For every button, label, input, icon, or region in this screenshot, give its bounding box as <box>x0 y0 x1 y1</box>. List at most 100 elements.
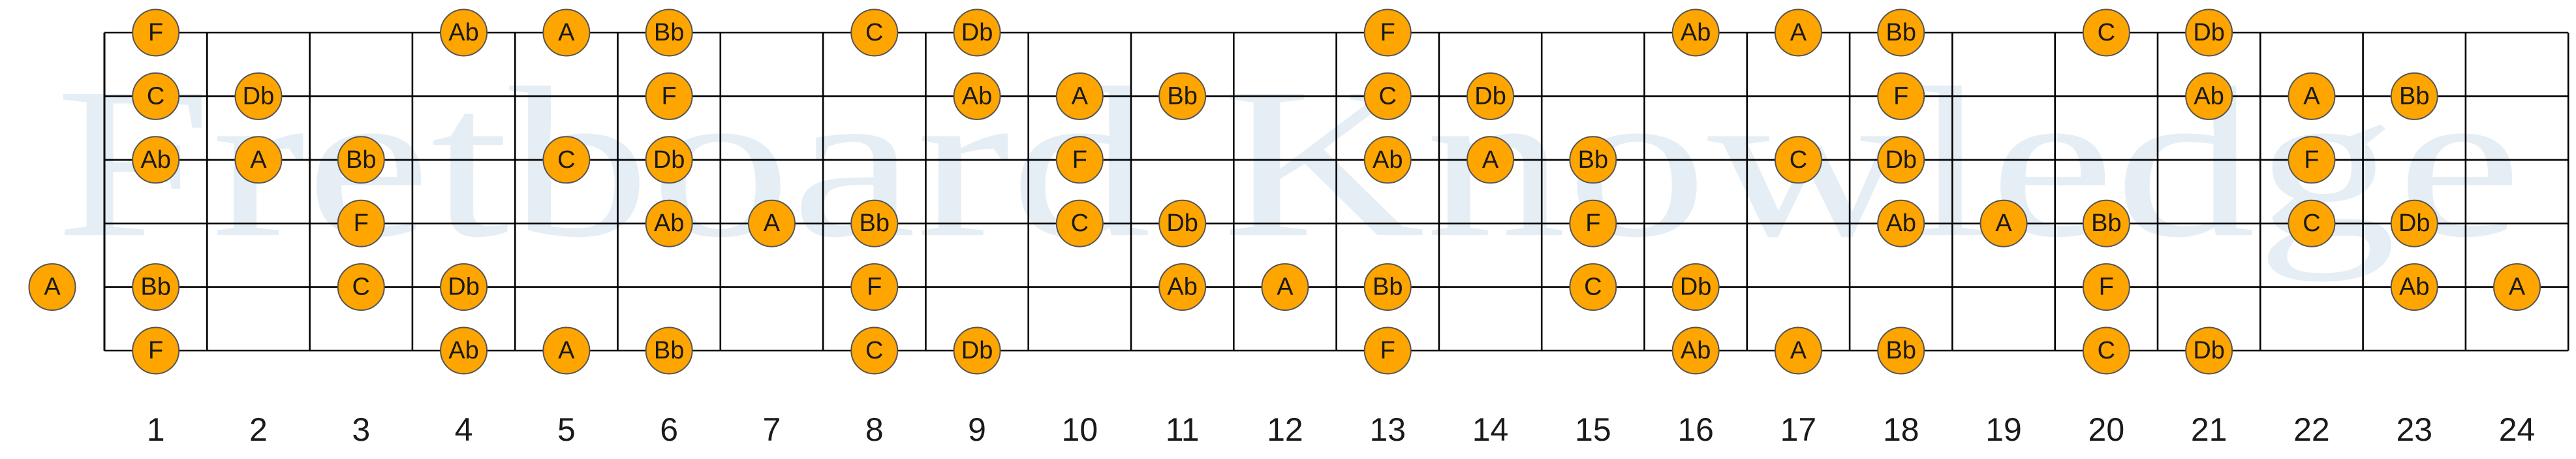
note-marker: Db <box>234 72 283 120</box>
note-marker: A <box>2288 72 2336 120</box>
note-marker: Bb <box>645 326 693 375</box>
note-marker: A <box>1774 8 1822 57</box>
note-marker: Db <box>1877 136 1925 184</box>
note-marker: A <box>1055 72 1104 120</box>
note-label: Ab <box>654 210 684 237</box>
note-marker: F <box>2288 136 2336 184</box>
note-label: F <box>2099 274 2114 301</box>
note-marker: A <box>542 326 591 375</box>
note-marker: Bb <box>1877 8 1925 57</box>
note-label: F <box>867 274 882 301</box>
note-marker: F <box>1877 72 1925 120</box>
note-circle <box>1055 72 1104 120</box>
fret-number: 10 <box>1062 411 1098 448</box>
note-circle <box>1877 72 1925 120</box>
note-marker: Bb <box>2390 72 2438 120</box>
note-circle <box>132 263 180 311</box>
note-marker: Ab <box>2185 72 2233 120</box>
note-label: Ab <box>140 146 170 174</box>
note-label: Db <box>2193 337 2225 364</box>
note-label: Bb <box>1373 274 1403 301</box>
note-marker: Ab <box>440 326 488 375</box>
note-circle <box>1569 263 1617 311</box>
note-circle <box>2288 199 2336 247</box>
note-marker: Db <box>1466 72 1515 120</box>
note-marker: C <box>1055 199 1104 247</box>
note-circle <box>132 136 180 184</box>
note-circle <box>1055 199 1104 247</box>
fret-number: 12 <box>1267 411 1303 448</box>
note-marker: C <box>542 136 591 184</box>
note-label: A <box>1277 274 1294 301</box>
note-circle <box>1261 263 1309 311</box>
note-marker: C <box>1363 72 1412 120</box>
note-circle <box>1877 199 1925 247</box>
note-circle <box>440 263 488 311</box>
note-circle <box>1363 263 1412 311</box>
note-marker: Ab <box>1363 136 1412 184</box>
note-marker: C <box>850 8 899 57</box>
note-label: Db <box>653 146 685 174</box>
note-marker: Ab <box>2390 263 2438 311</box>
note-marker: Db <box>953 326 1001 375</box>
note-label: A <box>1482 146 1499 174</box>
note-marker: Ab <box>1158 263 1207 311</box>
note-marker: C <box>1569 263 1617 311</box>
fret-number: 16 <box>1677 411 1714 448</box>
note-marker: F <box>2082 263 2130 311</box>
note-label: A <box>764 210 781 237</box>
note-marker: A <box>1466 136 1515 184</box>
note-circle <box>1979 199 2028 247</box>
note-label: C <box>557 146 575 174</box>
note-label: Bb <box>2091 210 2121 237</box>
note-marker: Ab <box>440 8 488 57</box>
note-marker: Ab <box>953 72 1001 120</box>
fret-number: 19 <box>1985 411 2022 448</box>
note-marker: A <box>747 199 796 247</box>
fret-number: 2 <box>249 411 268 448</box>
note-circle <box>2082 326 2130 375</box>
note-circle <box>542 326 591 375</box>
note-marker: Bb <box>645 8 693 57</box>
note-label: F <box>354 210 369 237</box>
fret-number: 11 <box>1166 411 1200 448</box>
note-label: C <box>865 337 883 364</box>
note-circle <box>2185 8 2233 57</box>
note-label: C <box>2098 19 2115 46</box>
note-circle <box>2493 263 2541 311</box>
note-circle <box>1363 326 1412 375</box>
note-circle <box>132 72 180 120</box>
note-label: Bb <box>654 19 684 46</box>
note-circle <box>1466 72 1515 120</box>
note-label: Db <box>961 19 993 46</box>
note-marker: Db <box>645 136 693 184</box>
note-marker: C <box>2082 8 2130 57</box>
fret-number: 13 <box>1369 411 1406 448</box>
note-label: Db <box>1680 274 1712 301</box>
note-marker: Db <box>1671 263 1720 311</box>
note-marker: F <box>337 199 385 247</box>
note-marker: Db <box>2185 326 2233 375</box>
note-circle <box>645 8 693 57</box>
fret-number: 22 <box>2293 411 2330 448</box>
note-circle <box>2185 72 2233 120</box>
note-label: A <box>1072 82 1089 110</box>
note-circle <box>953 326 1001 375</box>
note-circle <box>1158 72 1207 120</box>
note-label: Bb <box>654 337 684 364</box>
fret-number: 18 <box>1883 411 1919 448</box>
note-circle <box>2082 8 2130 57</box>
note-marker: C <box>2288 199 2336 247</box>
note-marker: C <box>850 326 899 375</box>
note-marker: Db <box>440 263 488 311</box>
note-marker: F <box>1363 8 1412 57</box>
note-label: A <box>558 337 575 364</box>
note-circle <box>2390 199 2438 247</box>
note-label: Ab <box>1681 337 1711 364</box>
note-circle <box>1774 8 1822 57</box>
note-label: Bb <box>1886 19 1916 46</box>
note-label: C <box>1790 146 1807 174</box>
note-marker: F <box>132 8 180 57</box>
